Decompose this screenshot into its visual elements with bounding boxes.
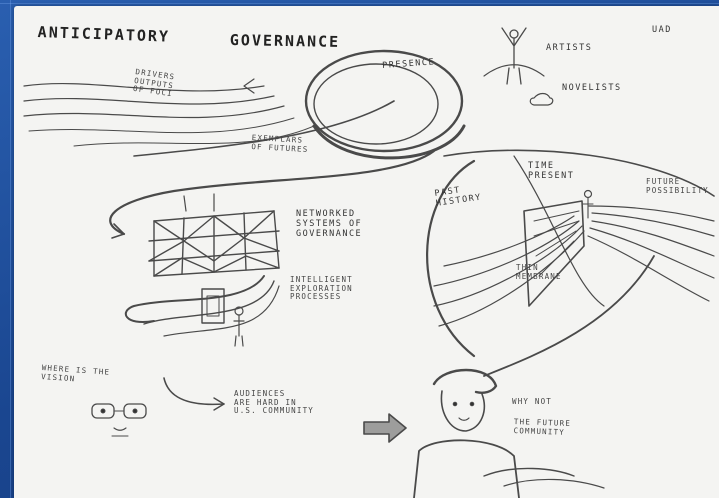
label-artists: ARTISTS: [546, 44, 592, 54]
figure-body: [414, 440, 519, 498]
network-grid: [149, 211, 279, 276]
slide-grid-line: [0, 3, 719, 4]
artist-head: [510, 30, 518, 38]
figure-hair: [434, 370, 496, 393]
label-future-community: THE FUTURE COMMUNITY: [513, 418, 571, 437]
slide-grid-line: [10, 0, 11, 498]
door: [202, 289, 224, 323]
label-future-possible: FUTURE POSSIBILITY: [646, 178, 709, 195]
flow-line: [24, 106, 284, 118]
corner-tag: UAD: [652, 26, 672, 36]
label-networked: NETWORKED SYSTEMS OF GOVERNANCE: [296, 210, 362, 239]
presence-ellipse-inner: [314, 64, 438, 144]
flow-line: [29, 118, 294, 133]
label-why-not: WHY NOT: [512, 398, 552, 407]
sketch-drawing: [14, 6, 719, 498]
curved-arrow: [164, 378, 224, 404]
label-novelists: NOVELISTS: [562, 84, 622, 94]
label-exemplars: EXEMPLARS OF FUTURES: [251, 134, 309, 154]
arrow-head: [244, 79, 254, 93]
flow-line: [24, 96, 274, 104]
swirl: [164, 286, 279, 336]
label-audiences: AUDIENCES ARE HARD IN U.S. COMMUNITY: [234, 390, 314, 416]
label-drivers: DRIVERS OUTPUTS OF FOCI: [132, 68, 175, 99]
label-thin-membrane: THIN MEMBRANE: [516, 264, 562, 281]
title-governance: GOVERNANCE: [230, 32, 341, 51]
person-body: [234, 315, 244, 346]
figure-face: [441, 391, 484, 431]
artist-body: [502, 28, 526, 84]
label-time-present: TIME PRESENT: [528, 162, 574, 182]
block-arrow: [364, 414, 406, 442]
cloud: [530, 94, 553, 106]
curve-arrow: [110, 151, 434, 234]
label-intelligent: INTELLIGENT EXPLORATION PROCESSES: [290, 276, 353, 302]
